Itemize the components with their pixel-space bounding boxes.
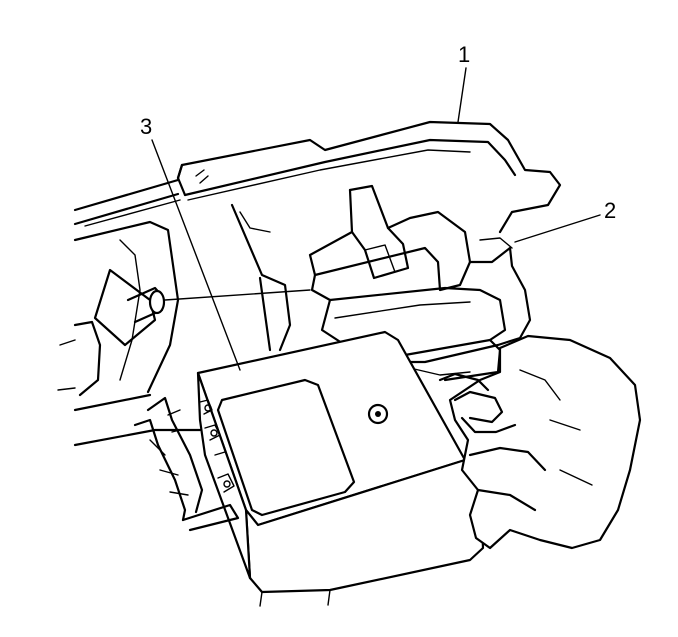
technician-hand [438, 334, 642, 550]
callout-3-label: 3 [140, 114, 152, 139]
callout-1-label: 1 [458, 42, 470, 67]
module-bracket [308, 184, 532, 382]
callout-2-label: 2 [604, 198, 616, 223]
control-module [196, 330, 485, 607]
leader-lines [151, 67, 601, 371]
center-support [230, 203, 292, 352]
instrument-panel-beam [73, 120, 562, 234]
wiring-harness [133, 396, 240, 532]
